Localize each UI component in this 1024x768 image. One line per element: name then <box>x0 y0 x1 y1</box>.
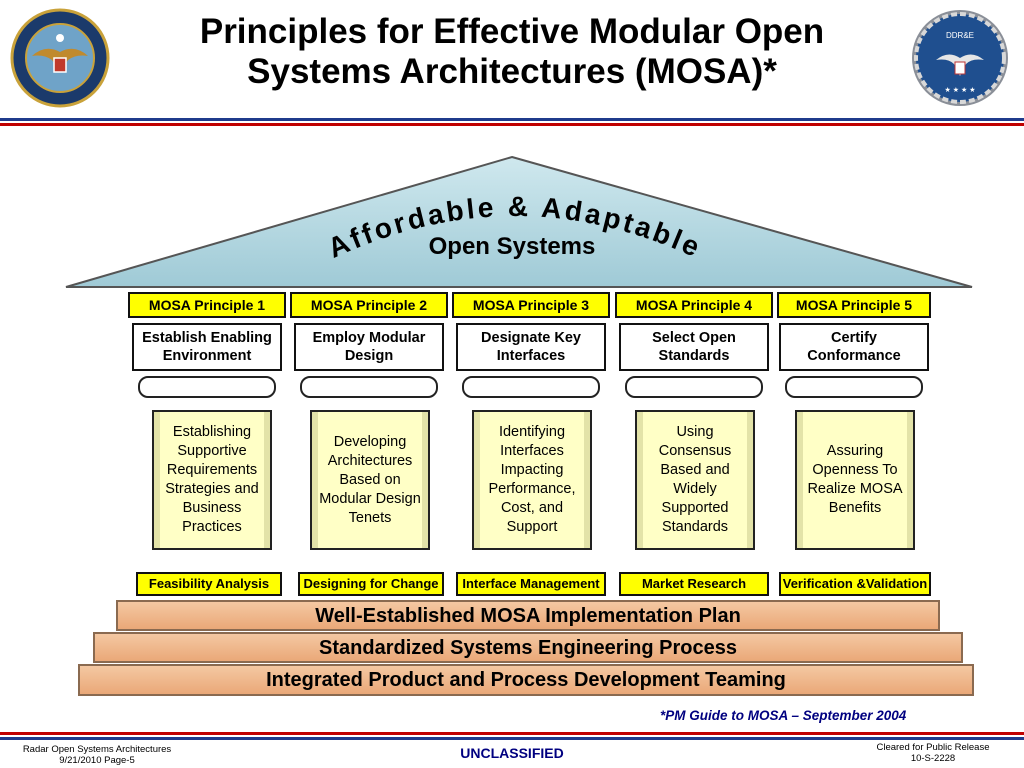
title-line-1: Principles for Effective Modular Open <box>199 12 825 51</box>
capital-2 <box>300 376 438 398</box>
footer-rule-red <box>0 732 1024 735</box>
right-seal: DDR&E ★ ★ ★ ★ <box>910 8 1010 108</box>
principle-1-title: Establish Enabling Environment <box>132 323 282 371</box>
principle-2-label: MOSA Principle 2 <box>290 292 448 318</box>
foundation-step-1: Well-Established MOSA Implementation Pla… <box>116 600 940 631</box>
principle-4-base: Market Research <box>619 572 769 596</box>
foundation-step-3: Integrated Product and Process Developme… <box>78 664 974 696</box>
footer-release-note: Cleared for Public Release <box>876 742 990 753</box>
capital-3 <box>462 376 600 398</box>
foundation-step-2: Standardized Systems Engineering Process <box>93 632 963 663</box>
footer-date-page: 9/21/2010 Page-5 <box>59 755 135 766</box>
title-line-2: Systems Architectures (MOSA)* <box>247 52 777 91</box>
source-footnote: *PM Guide to MOSA – September 2004 <box>660 708 907 723</box>
pillar-3: MOSA Principle 3 Designate Key Interface… <box>452 292 610 600</box>
svg-text:★ ★ ★ ★: ★ ★ ★ ★ <box>945 86 976 94</box>
principle-1-label: MOSA Principle 1 <box>128 292 286 318</box>
principle-4-label: MOSA Principle 4 <box>615 292 773 318</box>
principle-1-base: Feasibility Analysis <box>136 572 282 596</box>
roof: Affordable & Adaptable Open Systems <box>65 155 973 288</box>
principle-4-title: Select Open Standards <box>619 323 769 371</box>
footer-rule-blue <box>0 737 1024 740</box>
capital-1 <box>138 376 276 398</box>
footer-left: Radar Open Systems Architectures 9/21/20… <box>14 744 180 766</box>
principle-3-base: Interface Management <box>456 572 606 596</box>
roof-line-2: Open Systems <box>429 233 596 260</box>
principle-5-base: Verification &Validation <box>779 572 931 596</box>
page-title: Principles for Effective Modular Open Sy… <box>120 12 904 92</box>
pillar-5: MOSA Principle 5 Certify Conformance Ass… <box>777 292 935 600</box>
ddre-seal-label: DDR&E <box>946 31 974 40</box>
department-of-defense-seal-icon <box>10 8 110 108</box>
capital-4 <box>625 376 763 398</box>
footer-release-number: 10-S-2228 <box>910 753 956 764</box>
principle-1-description: Establishing Supportive Requirements Str… <box>152 410 272 550</box>
principle-2-title: Employ Modular Design <box>294 323 444 371</box>
principle-2-description: Developing Architectures Based on Modula… <box>310 410 430 550</box>
ddre-seal-icon: DDR&E ★ ★ ★ ★ <box>912 10 1008 106</box>
principle-3-label: MOSA Principle 3 <box>452 292 610 318</box>
pillar-1: MOSA Principle 1 Establish Enabling Envi… <box>128 292 286 600</box>
footer-presentation-title: Radar Open Systems Architectures <box>22 744 172 755</box>
pillar-4: MOSA Principle 4 Select Open Standards U… <box>615 292 773 600</box>
principle-2-base: Designing for Change <box>298 572 444 596</box>
principle-5-label: MOSA Principle 5 <box>777 292 931 318</box>
classification-label: UNCLASSIFIED <box>460 745 564 761</box>
pillar-2: MOSA Principle 2 Employ Modular Design D… <box>290 292 448 600</box>
principle-5-description: Assuring Openness To Realize MOSA Benefi… <box>795 410 915 550</box>
header-rule-red <box>0 123 1024 126</box>
principle-3-title: Designate Key Interfaces <box>456 323 606 371</box>
principle-4-description: Using Consensus Based and Widely Support… <box>635 410 755 550</box>
principle-5-title: Certify Conformance <box>779 323 929 371</box>
header-rule-blue <box>0 118 1024 121</box>
capital-5 <box>785 376 923 398</box>
footer-right: Cleared for Public Release 10-S-2228 <box>860 742 1006 764</box>
principle-3-description: Identifying Interfaces Impacting Perform… <box>472 410 592 550</box>
left-seal <box>10 8 110 108</box>
